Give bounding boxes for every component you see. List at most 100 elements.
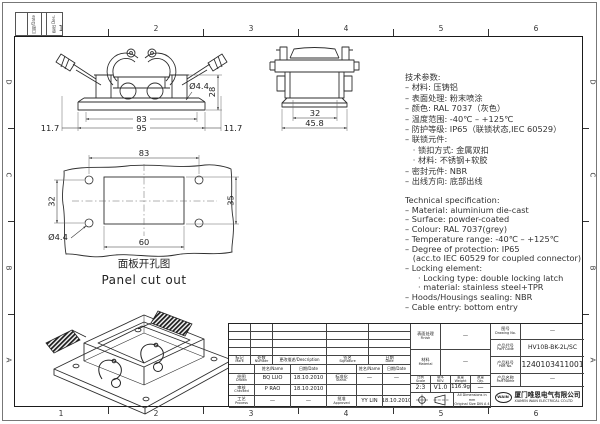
zone-tick	[298, 407, 299, 414]
spec-en-line: – Cable entry: bottom entry	[405, 301, 518, 312]
spec-en-line: – Colour: RAL 7037(grey)	[405, 224, 508, 235]
rev-cell	[273, 348, 327, 356]
rev-header-signature: 签名 Signature	[327, 356, 369, 365]
spec-en-line: – Locking element:	[405, 262, 483, 273]
corner-strip: 日期/Date 更改 Des.	[15, 12, 63, 36]
finish-value: —	[441, 324, 491, 350]
label-en: REV.	[436, 378, 445, 383]
panel-cutout-drawing: 83 32 35 60 Ø4.4 面板开孔图 Panel cut out	[47, 150, 239, 287]
drawing-no-label: 图号 Drawing No.	[491, 324, 521, 340]
zone-tick	[203, 407, 204, 414]
spec-en-line: (acc.to IEC 60529 for coupled connector)	[405, 253, 582, 264]
zone-number: 4	[343, 24, 349, 33]
label-en: Finish	[420, 335, 431, 340]
rev-header-description: 更改描述/Description	[273, 356, 327, 365]
dim-28: 28	[207, 87, 217, 98]
rev-cell	[273, 332, 327, 340]
approved-date: 18.10.2010	[383, 396, 411, 408]
spec-chinese: 技术参数: – 材料: 压铸铝 – 表面处理: 粉末喷涂 – 颜色: RAL 7…	[405, 72, 585, 186]
spec-zh-line: – 联锁元件:	[405, 134, 448, 145]
qty-value: —	[471, 384, 491, 393]
rev-cell	[251, 324, 273, 332]
label-en: Drawn	[235, 378, 247, 383]
label-zh: 标准化	[335, 374, 348, 379]
zone-number: 3	[248, 409, 254, 418]
corner-strip-date: 日期/Date	[28, 13, 42, 35]
rev-cell	[229, 332, 251, 340]
dim-32: 32	[310, 108, 321, 118]
dim-83: 83	[136, 114, 147, 124]
label-en: Qty.	[477, 378, 484, 383]
part-code-label: 产品代号 Part Code	[491, 340, 521, 357]
zone-letter: D	[588, 79, 597, 85]
label-zh: 日期	[385, 356, 394, 360]
iso-latch-grips	[45, 310, 193, 354]
stand-label: 标准化 Stand.	[327, 374, 357, 385]
zone-tick	[393, 29, 394, 36]
checked-label: 审核 Checked	[229, 385, 255, 396]
label-zh: 签名	[343, 356, 352, 360]
spec-zh-line: · 锁扣方式: 金属双扣	[405, 144, 489, 155]
zone-tick	[488, 29, 489, 36]
label-en: Number	[254, 359, 269, 364]
dim-11-7-right: 11.7	[224, 123, 242, 133]
label-en: Process	[235, 400, 248, 405]
spec-en-line: – Degree of protection: IP65	[405, 243, 520, 254]
label-zh: 版本	[437, 376, 444, 379]
part-name-label: 产品名称 Part Name	[491, 374, 521, 387]
label-zh: 工艺	[237, 396, 246, 402]
front-view-extension-lines	[61, 74, 222, 131]
spec-en-line: · material: stainless steel+TPR	[405, 282, 544, 293]
finish-label: 表面处理 Finish	[411, 324, 441, 350]
zone-tick	[8, 314, 14, 315]
rev-cell	[229, 348, 251, 356]
dim-60: 60	[139, 237, 150, 247]
company-name-en: XIAMEN WAIN ELECTRICAL CO.LTD	[514, 399, 573, 404]
spec-en-line: – Hoods/Housings sealing: NBR	[405, 292, 533, 303]
checked-date: 18.10.2010	[291, 385, 327, 396]
rev-header-mark: 标记 Mark	[229, 356, 251, 365]
label-en: Part Code	[497, 347, 514, 352]
spec-en-title: Technical specification:	[405, 195, 500, 205]
drawn-date: 18.10.2010	[291, 374, 327, 385]
rev-cell	[369, 332, 411, 340]
dim-95: 95	[136, 123, 147, 133]
rev-cell	[369, 324, 411, 332]
spec-en-line: – Material: aluminium die-cast	[405, 204, 529, 215]
side-view-outline	[269, 46, 360, 108]
approval-name-header: 姓名/Name	[357, 365, 383, 374]
panel-dim-lines	[56, 157, 237, 248]
zone-tick	[203, 29, 204, 36]
material-value: —	[441, 350, 491, 376]
company-name-zh: 厦门唯恩电气有限公司	[514, 390, 581, 399]
dim-35: 35	[226, 195, 236, 206]
zone-number: 5	[438, 24, 444, 33]
zone-tick	[8, 128, 14, 129]
zone-letter: A	[588, 357, 597, 363]
part-code-value: HV10B-BK-2L/SC	[521, 340, 584, 357]
spec-zh-line: – 密封元件: NBR	[405, 165, 468, 176]
part-no-label: 产品料号 Part No.	[491, 357, 521, 374]
label-en: Date	[385, 359, 394, 364]
zone-tick	[108, 29, 109, 36]
zone-number: 4	[343, 409, 349, 418]
spec-en-line: · Locking type: double locking latch	[405, 272, 564, 283]
label-en: Mark	[235, 359, 244, 364]
zone-tick	[108, 407, 109, 414]
panel-outline	[62, 164, 234, 258]
projection-cone-icon	[433, 394, 449, 406]
iso-outline	[53, 314, 233, 415]
dims-note: All Dimensions in mm Original Size DIN A…	[454, 393, 491, 408]
label-zh: 产品代号	[497, 342, 514, 348]
title-block: 标记 Mark 处数 Number 更改描述/Description 签名 Si…	[228, 323, 584, 408]
panel-extension-lines	[54, 155, 239, 250]
zone-letter: C	[588, 172, 597, 178]
drawn-name: BQ LUO	[255, 374, 291, 385]
spec-zh-line: – 颜色: RAL 7037（灰色）	[405, 103, 506, 114]
label-zh: 绘图	[237, 374, 246, 379]
scale-value: 2:3	[411, 384, 431, 393]
corner-strip-date-label: 日期/Date	[31, 14, 37, 34]
front-view-drawing: 83 95 11.7 11.7 28 Ø4.4	[41, 48, 242, 133]
stand-name: —	[357, 374, 383, 385]
rev-header-date: 日期 Date	[369, 356, 411, 365]
